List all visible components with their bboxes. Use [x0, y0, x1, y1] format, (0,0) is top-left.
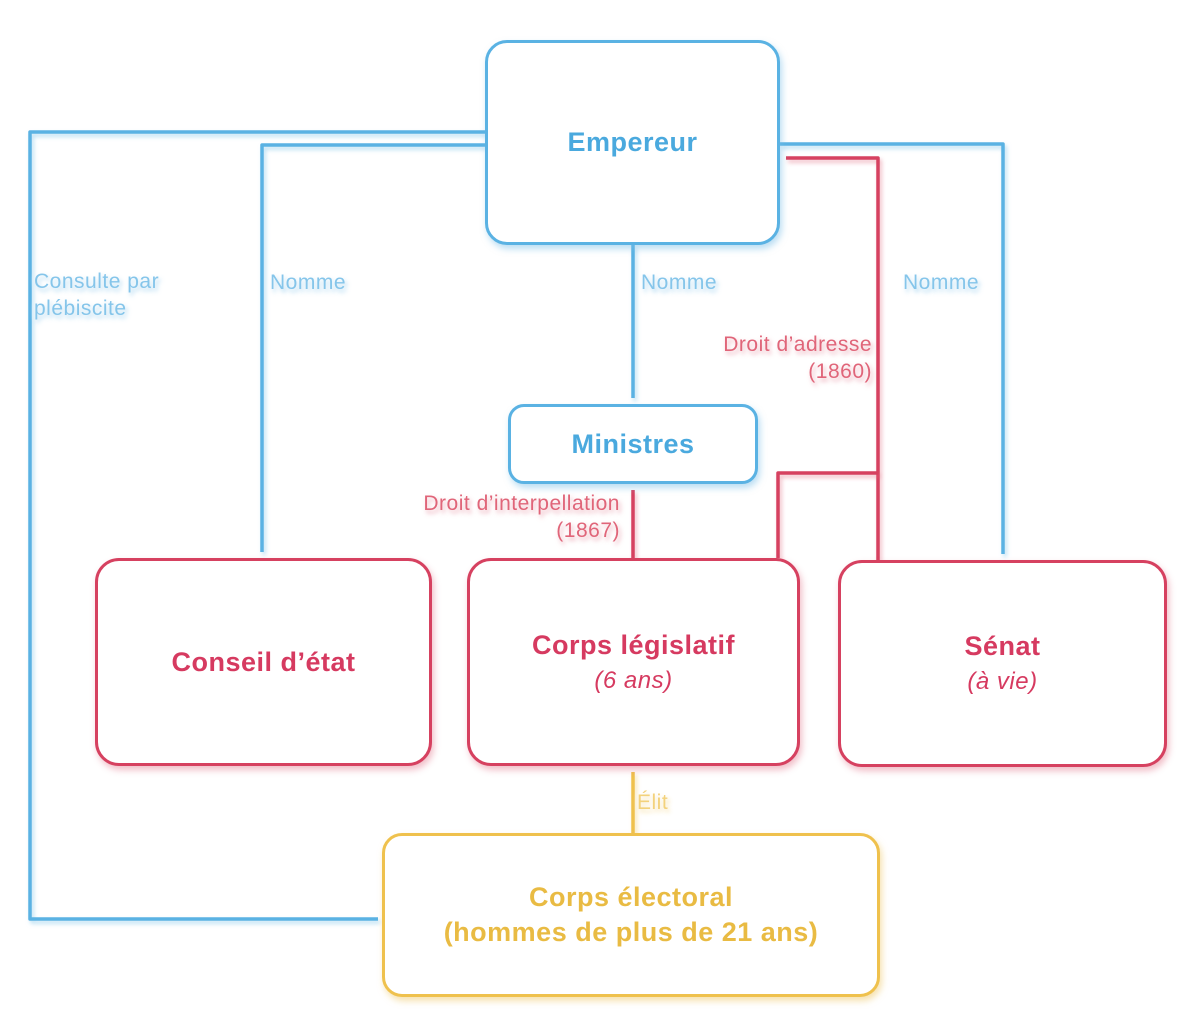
node-senat-subtitle: (à vie) — [967, 668, 1038, 695]
node-conseil-etat-title: Conseil d’état — [171, 646, 356, 677]
edge-consulte-par-plebiscite — [28, 130, 485, 921]
node-senat: Sénat (à vie) — [838, 560, 1167, 767]
edge-label-nomme-ministres: Nomme — [641, 271, 718, 294]
node-corps-electoral: Corps électoral (hommes de plus de 21 an… — [382, 833, 880, 997]
node-corps-legislatif-title: Corps législatif — [531, 629, 736, 660]
edge-label-elit: Élit — [637, 791, 669, 814]
edge-label-nomme-senat: Nomme — [903, 271, 980, 294]
node-corps-legislatif-subtitle: (6 ans) — [594, 666, 673, 694]
node-empereur-title: Empereur — [567, 127, 698, 157]
edge-droit-adresse — [786, 156, 880, 560]
node-corps-electoral-subtitle: (hommes de plus de 21 ans) — [443, 917, 819, 947]
edge-label-consulte-par-plebiscite: Consulte par plébiscite — [34, 270, 160, 320]
edge-label-droit-adresse: Droit d’adresse (1860) — [723, 333, 872, 383]
node-senat-title: Sénat — [964, 631, 1041, 661]
edge-nomme-senat — [780, 142, 1005, 554]
edge-label-nomme-conseil: Nomme — [270, 271, 347, 294]
edge-droit-adresse-branch — [776, 471, 878, 558]
node-corps-electoral-title: Corps électoral — [528, 882, 734, 912]
node-conseil-etat: Conseil d’état — [95, 558, 432, 766]
node-corps-legislatif: Corps législatif (6 ans) — [467, 558, 800, 766]
edge-label-droit-interpellation: Droit d’interpellation (1867) — [423, 492, 620, 542]
node-ministres-title: Ministres — [571, 428, 695, 459]
edge-nomme-conseil — [260, 143, 485, 552]
node-empereur: Empereur — [485, 40, 780, 245]
node-ministres: Ministres — [508, 404, 758, 484]
